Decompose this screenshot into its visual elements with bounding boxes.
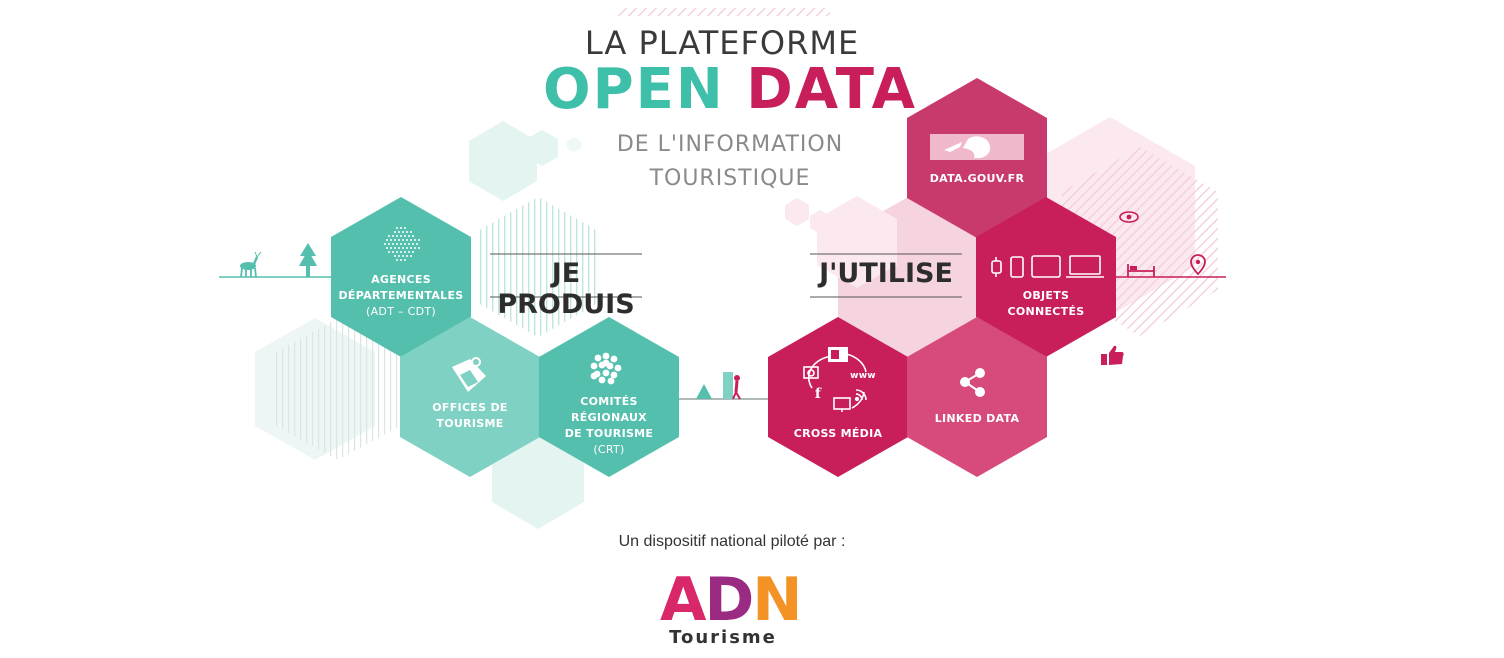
media-cycle-icon — [803, 347, 867, 412]
adn-tourisme-logo: ADN Tourisme — [660, 570, 802, 652]
logo-a: A — [660, 565, 706, 635]
linked-data-label: LINKED DATA — [934, 412, 1020, 425]
title-line-3: DE L'INFORMATION TOURISTIQUE — [560, 128, 900, 196]
objets-line-1: OBJETS — [1022, 289, 1070, 302]
hex-offices — [400, 317, 540, 477]
title-line-1: LA PLATEFORME — [584, 24, 860, 62]
phone-icon — [1010, 256, 1024, 278]
objets-label: OBJETS CONNECTÉS — [976, 288, 1116, 320]
cross-www-label: www — [850, 371, 876, 381]
agences-label: AGENCES DÉPARTEMENTALES (ADT – CDT) — [331, 272, 471, 320]
tablet-icon — [1031, 255, 1061, 278]
objets-line-2: CONNECTÉS — [1007, 305, 1085, 318]
hex-comites — [539, 317, 679, 477]
laptop-icon — [1066, 255, 1104, 278]
offices-line-2: TOURISME — [436, 417, 504, 430]
tent-icon — [696, 384, 712, 399]
agences-line-3: (ADT – CDT) — [366, 305, 436, 318]
offices-line-1: OFFICES DE — [432, 401, 508, 414]
logo-d: D — [704, 565, 754, 635]
comites-label: COMITÉS RÉGIONAUX DE TOURISME (CRT) — [539, 394, 679, 458]
logo-n: N — [752, 565, 802, 635]
bg-hex — [817, 196, 897, 288]
logo-tourisme: Tourisme — [669, 627, 777, 648]
tree-icon — [299, 243, 317, 277]
title-line-2: OPEN DATA — [540, 56, 920, 124]
title-line-3b: TOURISTIQUE — [649, 166, 811, 191]
datagouv-label: DATA.GOUV.FR — [929, 172, 1025, 185]
logo-letters: ADN — [660, 570, 802, 630]
title-line-3a: DE L'INFORMATION — [616, 132, 844, 157]
deer-icon — [240, 251, 262, 278]
comites-line-4: (CRT) — [593, 443, 625, 456]
bed-icon — [1127, 264, 1155, 277]
bg-hex — [785, 198, 809, 226]
hex-cross — [768, 317, 908, 477]
thumbs-up-icon — [1101, 345, 1124, 365]
agences-line-1: AGENCES — [371, 273, 431, 286]
offices-label: OFFICES DE TOURISME — [400, 400, 540, 432]
bg-hex — [810, 210, 830, 234]
bg-hex — [476, 197, 600, 337]
bg-hex — [567, 137, 581, 152]
title-data: DATA — [746, 57, 917, 122]
je-produis-label: JE PRODUIS — [497, 258, 635, 320]
j-utilise-label: J'UTILISE — [819, 258, 953, 289]
bg-hex — [526, 130, 558, 166]
bg-hex — [469, 121, 537, 201]
bg-hex — [276, 318, 400, 460]
facebook-icon: f — [814, 386, 822, 402]
location-pin-icon — [1190, 254, 1206, 276]
footer-text: Un dispositif national piloté par : — [618, 533, 846, 550]
region-map-icon — [590, 352, 622, 385]
comites-line-2: RÉGIONAUX — [571, 411, 647, 424]
cross-media-label: CROSS MÉDIA — [793, 427, 883, 440]
eye-icon — [1119, 211, 1139, 223]
office-logo-icon — [452, 357, 486, 392]
watch-icon — [991, 257, 1002, 277]
hex-agences — [331, 197, 471, 357]
agences-line-2: DÉPARTEMENTALES — [338, 289, 464, 302]
comites-line-3: DE TOURISME — [564, 427, 654, 440]
hiker-icon — [723, 372, 741, 400]
france-map-icon — [384, 227, 420, 261]
comites-line-1: COMITÉS — [580, 395, 638, 408]
marianne-icon — [930, 134, 1024, 160]
header-stripe — [617, 8, 830, 16]
hex-linked — [907, 317, 1047, 477]
share-icon — [960, 368, 985, 397]
title-open: OPEN — [543, 57, 725, 122]
